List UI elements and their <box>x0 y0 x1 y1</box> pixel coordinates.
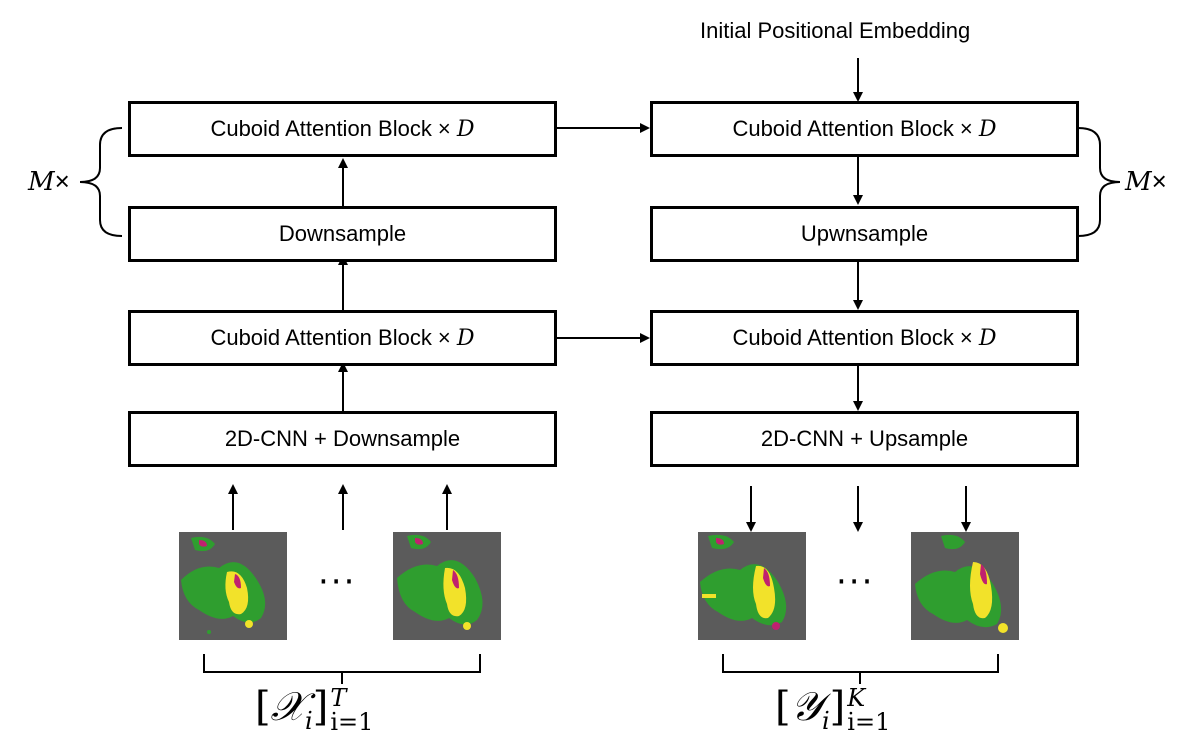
bracket-open: [ <box>255 684 271 730</box>
encoder-downsample-block: Downsample <box>128 206 557 262</box>
seq-var: 𝒳 <box>270 684 306 730</box>
block-label: Cuboid Attention Block × <box>210 325 451 350</box>
block-label: Cuboid Attention Block × <box>732 116 973 141</box>
decoder-upsample-block: Upwnsample <box>650 206 1079 262</box>
encoder-cuboid-block-upper: Cuboid Attention Block × D <box>128 101 557 157</box>
decoder-cuboid-block-lower: Cuboid Attention Block × D <box>650 310 1079 366</box>
seq-var-sub: i <box>305 707 313 735</box>
output-ellipsis: ··· <box>836 562 875 602</box>
seq-var-sub: i <box>821 707 830 735</box>
brace-icon <box>1077 127 1121 237</box>
bracket-close: ] <box>829 684 846 730</box>
repeat-var: M <box>28 167 55 197</box>
bracket-close: ] <box>312 684 329 730</box>
radar-frame-icon <box>911 532 1019 640</box>
repeat-label-left: M× <box>28 166 70 197</box>
brace-icon <box>203 654 481 684</box>
brace-icon <box>722 654 999 684</box>
seq-upper: T <box>330 684 347 712</box>
block-depth-var: D <box>456 116 475 142</box>
seq-upper: K <box>847 684 866 712</box>
decoder-cnn-block: 2D-CNN + Upsample <box>650 411 1079 467</box>
repeat-var: M <box>1125 167 1152 197</box>
repeat-symbol: × <box>54 166 70 196</box>
seq-lower: i=1 <box>847 708 891 736</box>
radar-frame-icon <box>698 532 806 640</box>
encoder-cnn-block: 2D-CNN + Downsample <box>128 411 557 467</box>
decoder-cuboid-block-upper: Cuboid Attention Block × D <box>650 101 1079 157</box>
radar-frame-icon <box>179 532 287 640</box>
block-label: Cuboid Attention Block × <box>732 325 973 350</box>
block-depth-var: D <box>978 116 997 142</box>
block-depth-var: D <box>456 325 475 351</box>
repeat-symbol: × <box>1151 166 1167 196</box>
seq-lower: i=1 <box>330 708 374 736</box>
repeat-label-right: M× <box>1125 166 1167 197</box>
radar-frame-icon <box>393 532 501 640</box>
brace-icon <box>79 127 123 237</box>
input-ellipsis: ··· <box>318 562 357 602</box>
block-depth-var: D <box>978 325 997 351</box>
bracket-open: [ <box>775 684 791 730</box>
block-label: Cuboid Attention Block × <box>210 116 451 141</box>
seq-var: 𝒴 <box>790 684 822 730</box>
encoder-cuboid-block-lower: Cuboid Attention Block × D <box>128 310 557 366</box>
positional-embedding-label: Initial Positional Embedding <box>700 18 971 43</box>
